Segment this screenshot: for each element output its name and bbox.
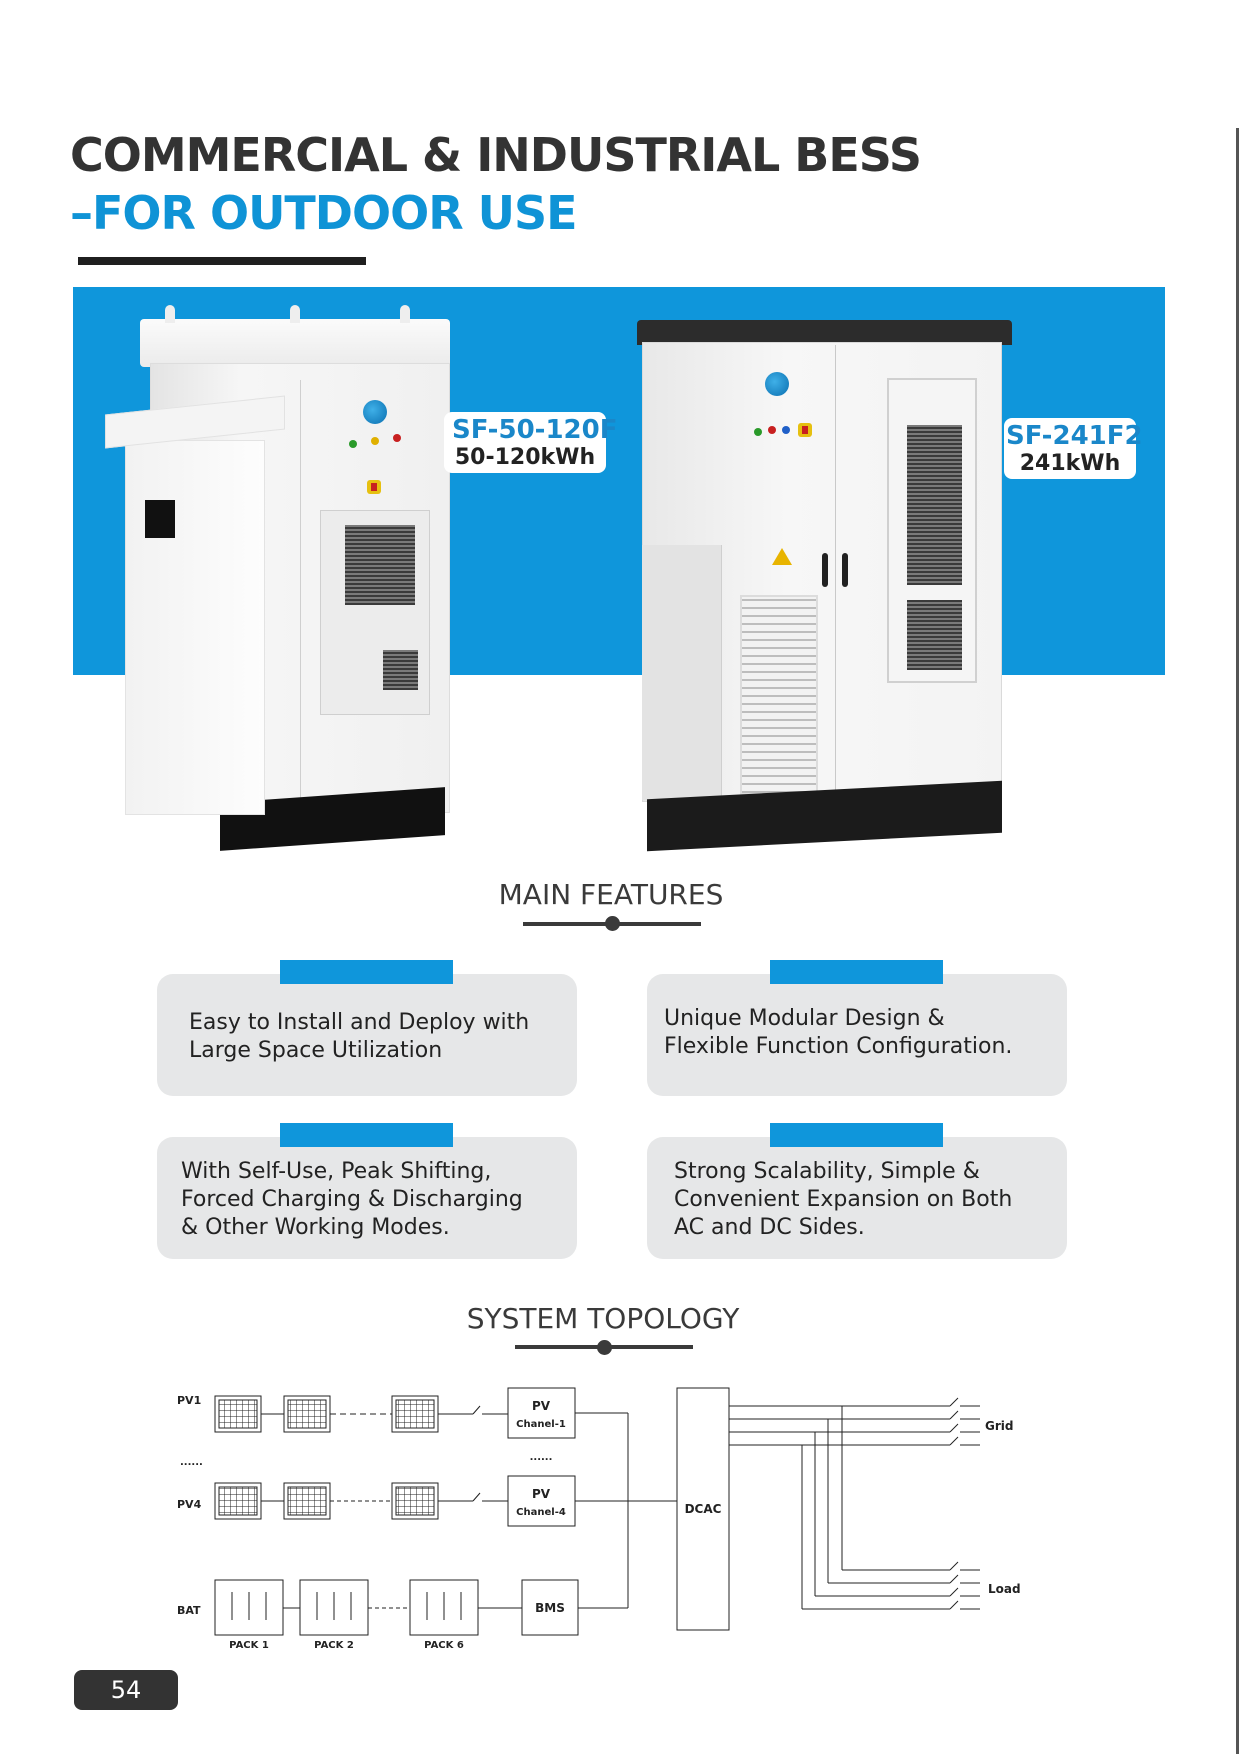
product-label-1: SF-50-120F 50-120kWh xyxy=(444,412,618,473)
system-topology-title: SYSTEM TOPOLOGY xyxy=(466,1302,740,1335)
pv4-string xyxy=(214,1482,508,1520)
pv-channel-1-box xyxy=(507,1387,576,1439)
load-label: Load xyxy=(988,1582,1021,1596)
product-image-sf-241f2 xyxy=(632,320,1012,852)
bms-box xyxy=(521,1579,579,1636)
feature-card xyxy=(647,974,1067,1096)
product-label-2: SF-241F2 241kWh xyxy=(1004,418,1143,479)
product-image-sf-50-120f xyxy=(105,305,455,855)
pv-channel-1-title: PV xyxy=(532,1399,551,1413)
pv-channel-4-box xyxy=(507,1475,576,1527)
grid-lines xyxy=(729,1397,980,1446)
product-model: SF-241F2 xyxy=(1006,421,1143,451)
pv-channel-4-label: Chanel-4 xyxy=(516,1507,566,1518)
product-capacity: 50-120kWh xyxy=(454,445,596,470)
feature-tab xyxy=(770,960,943,984)
feature-text: Strong Scalability, Simple & Convenient … xyxy=(674,1159,1013,1240)
system-topology-divider-dot xyxy=(597,1340,612,1355)
pv-channel-4-title: PV xyxy=(532,1487,551,1501)
page-title: COMMERCIAL & INDUSTRIAL BESS xyxy=(70,128,922,182)
channel-ellipsis: ...... xyxy=(530,1452,553,1463)
pv1-label: PV1 xyxy=(177,1394,201,1407)
page-number: 54 xyxy=(74,1670,178,1710)
pack-1-label: PACK 1 xyxy=(229,1640,269,1651)
dcac-box xyxy=(676,1387,730,1631)
page-subtitle: –FOR OUTDOOR USE xyxy=(70,186,578,240)
feature-tab xyxy=(280,960,453,984)
feature-card xyxy=(157,974,577,1096)
dcac-label: DCAC xyxy=(685,1502,722,1516)
pv1-string xyxy=(214,1395,508,1433)
dc-bus xyxy=(575,1412,677,1609)
main-features-divider-dot xyxy=(605,916,620,931)
system-topology-diagram: PV1 ...... PV4 BAT PV Chanel-1 ...... PV xyxy=(177,1387,1021,1651)
battery-string xyxy=(214,1579,522,1636)
title-underline xyxy=(78,257,366,265)
feature-card xyxy=(647,1137,1067,1259)
feature-text: Unique Modular Design & Flexible Functio… xyxy=(664,1006,1013,1059)
load-lines xyxy=(801,1406,980,1610)
feature-tab xyxy=(770,1123,943,1147)
ellipsis-label: ...... xyxy=(180,1457,203,1468)
feature-card xyxy=(157,1137,577,1259)
pv4-label: PV4 xyxy=(177,1498,202,1511)
page-edge-line xyxy=(1236,128,1239,1754)
feature-text: Easy to Install and Deploy with Large Sp… xyxy=(189,1010,530,1063)
product-capacity: 241kWh xyxy=(1019,451,1121,476)
pv-channel-1-label: Chanel-1 xyxy=(516,1419,566,1430)
pack-6-label: PACK 6 xyxy=(424,1640,464,1651)
bat-label: BAT xyxy=(177,1604,201,1617)
grid-label: Grid xyxy=(985,1419,1013,1433)
product-model: SF-50-120F xyxy=(452,415,618,445)
feature-text: With Self-Use, Peak Shifting, Forced Cha… xyxy=(181,1159,523,1240)
pack-2-label: PACK 2 xyxy=(314,1640,354,1651)
main-features-title: MAIN FEATURES xyxy=(498,878,724,911)
bms-label: BMS xyxy=(535,1601,565,1615)
feature-tab xyxy=(280,1123,453,1147)
